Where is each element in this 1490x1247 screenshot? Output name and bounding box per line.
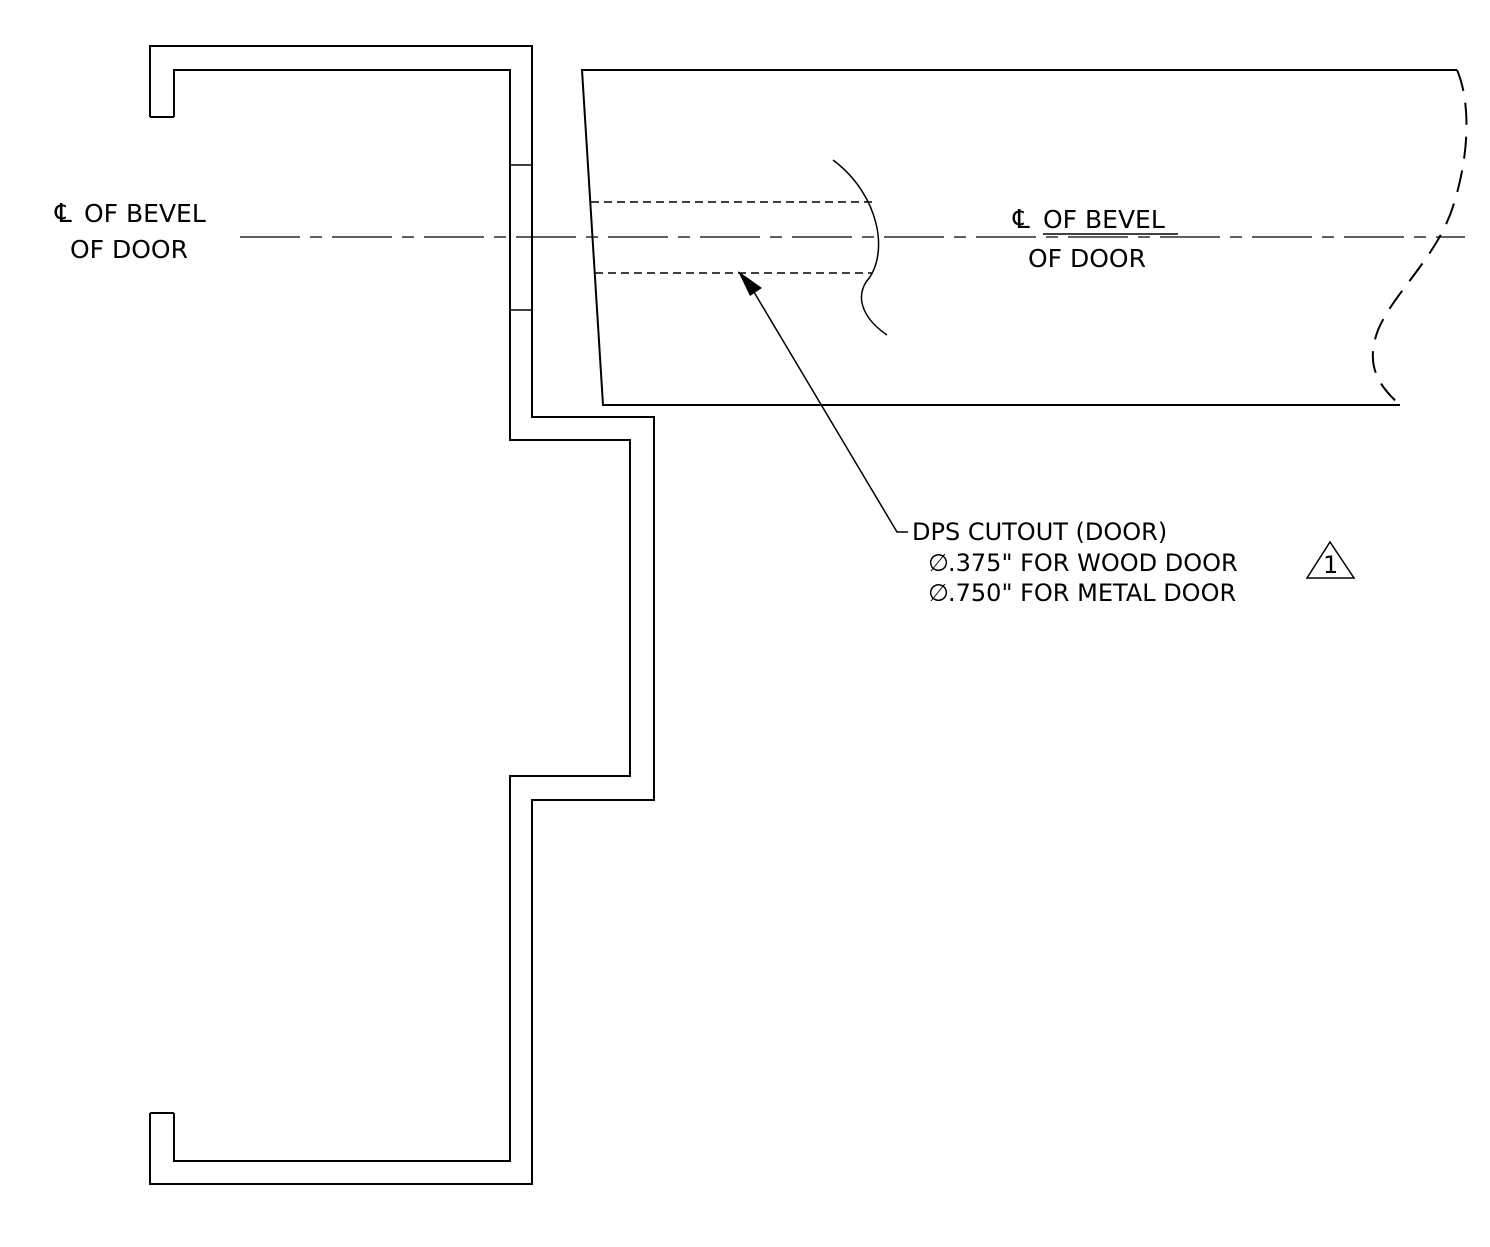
section-break-arc: [832, 159, 888, 336]
callout-diameter-symbol-2: ∅: [928, 579, 949, 607]
frame-outer-profile: [149, 45, 655, 1185]
door-label-line2: OF DOOR: [1028, 244, 1146, 273]
callout-line1: .375" FOR WOOD DOOR: [948, 549, 1238, 577]
revision-triangle-icon: [1305, 540, 1356, 579]
frame-inner-profile: [173, 69, 631, 1162]
door-break-line: [1371, 69, 1468, 406]
left-label-line2: OF DOOR: [70, 235, 188, 264]
callout-leader-arrowhead: [738, 271, 762, 296]
left-label-line1: OF BEVEL: [84, 199, 206, 228]
callout-diameter-symbol-1: ∅: [928, 549, 949, 577]
door-label-line1: OF BEVEL: [1043, 205, 1165, 234]
door-centerline-symbol: ℄: [1012, 205, 1030, 235]
left-centerline-symbol: ℄: [54, 199, 72, 229]
callout-title: DPS CUTOUT (DOOR): [912, 518, 1167, 546]
callout-leader-line: [747, 281, 908, 533]
callout-line2: .750" FOR METAL DOOR: [948, 579, 1236, 607]
revision-number: 1: [1323, 551, 1338, 579]
